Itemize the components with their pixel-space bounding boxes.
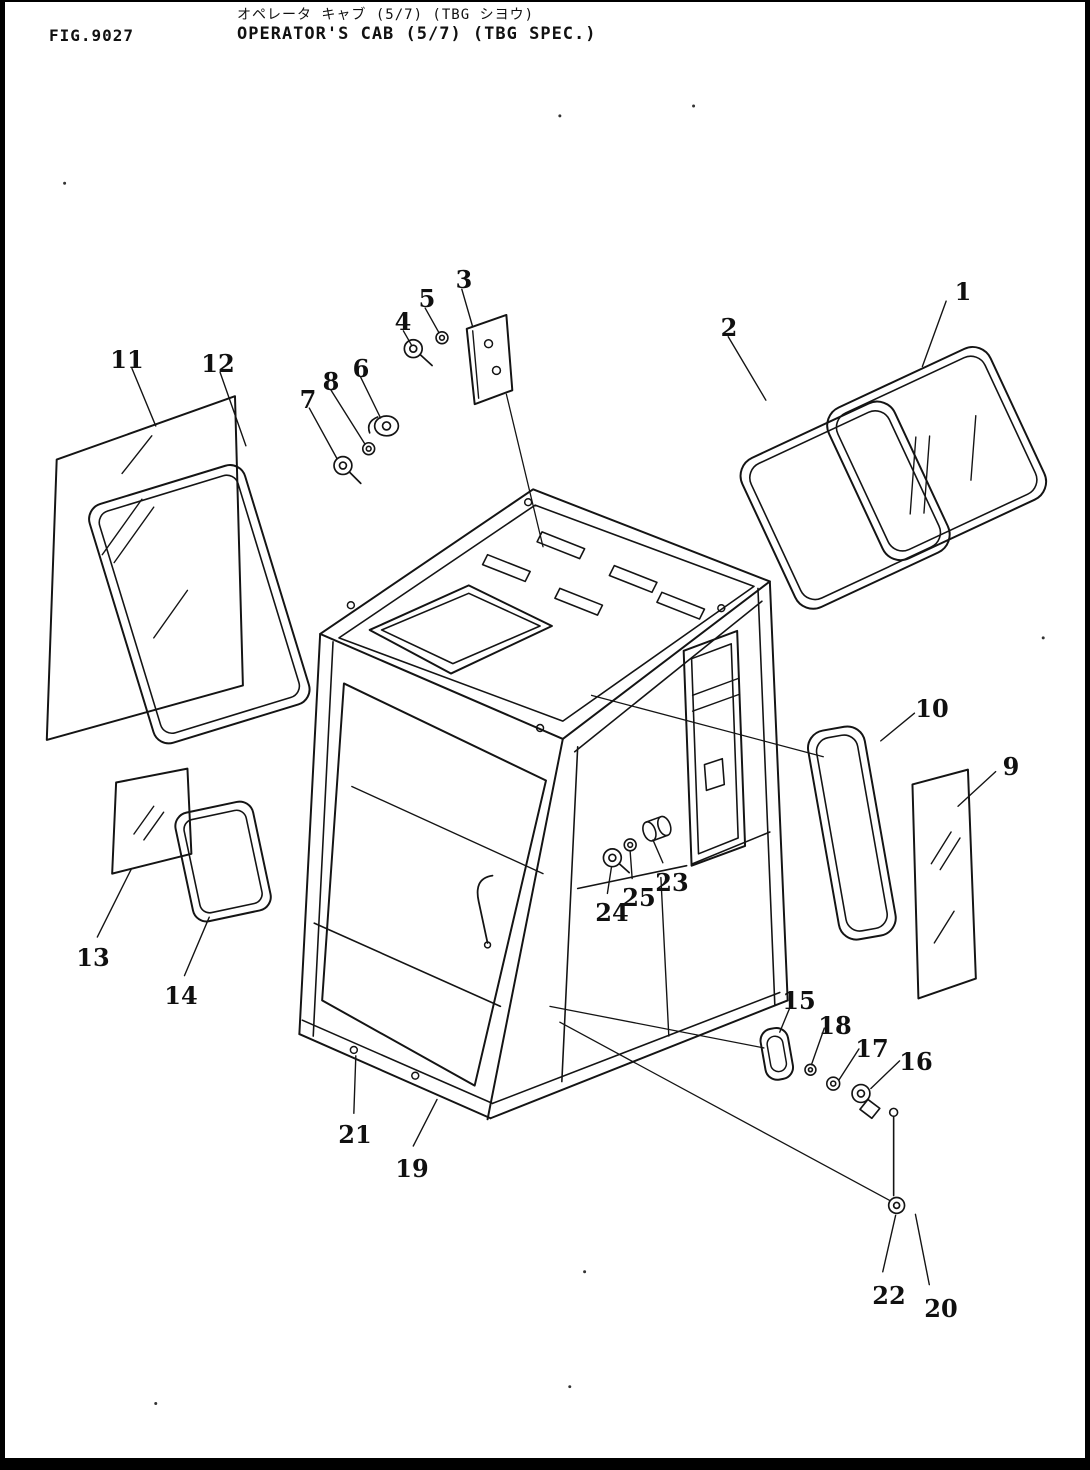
door-window-glass-9: [911, 768, 977, 1000]
cover-plate-15: [759, 1027, 795, 1081]
cab-body: [298, 488, 789, 1121]
exploded-diagram: [45, 104, 1048, 1406]
page-title-japanese: オペレータ キャブ (5/7) (TBG シヨウ): [237, 7, 535, 23]
front-window-glass-11: [45, 395, 244, 741]
spacer-23: [642, 815, 672, 842]
grab-handle: [476, 874, 494, 944]
nut-22: [887, 1196, 906, 1215]
rear-window-glass-1: [826, 346, 1048, 562]
roof-mount-holes: [346, 497, 726, 733]
bracket-3: [465, 314, 544, 548]
washer-8: [361, 441, 376, 456]
bolt-24: [602, 848, 631, 874]
roof-vent-slots: [481, 531, 706, 620]
install-lines: [549, 694, 891, 1202]
pin-20: [888, 1107, 899, 1197]
front-window-seal-12: [88, 464, 311, 745]
bolt-4: [403, 338, 433, 367]
bolt-7: [333, 455, 362, 485]
washer-25: [623, 838, 637, 852]
page-title-english: OPERATOR'S CAB (5/7) (TBG SPEC.): [237, 24, 597, 44]
washer-17: [825, 1076, 841, 1091]
door-window-seal-10: [807, 725, 897, 941]
washer-18: [804, 1063, 817, 1076]
rear-window-seal-2: [739, 400, 951, 610]
bolt-16: [851, 1083, 881, 1120]
small-window-seal-14: [174, 800, 272, 923]
figure-number: FIG.9027: [49, 26, 135, 45]
scan-specks: [63, 104, 1045, 1406]
latch-6: [367, 415, 400, 437]
washer-5: [435, 331, 449, 345]
small-glass-13: [111, 767, 193, 875]
leader-lines: [96, 288, 997, 1286]
door-window-opening: [682, 629, 747, 867]
